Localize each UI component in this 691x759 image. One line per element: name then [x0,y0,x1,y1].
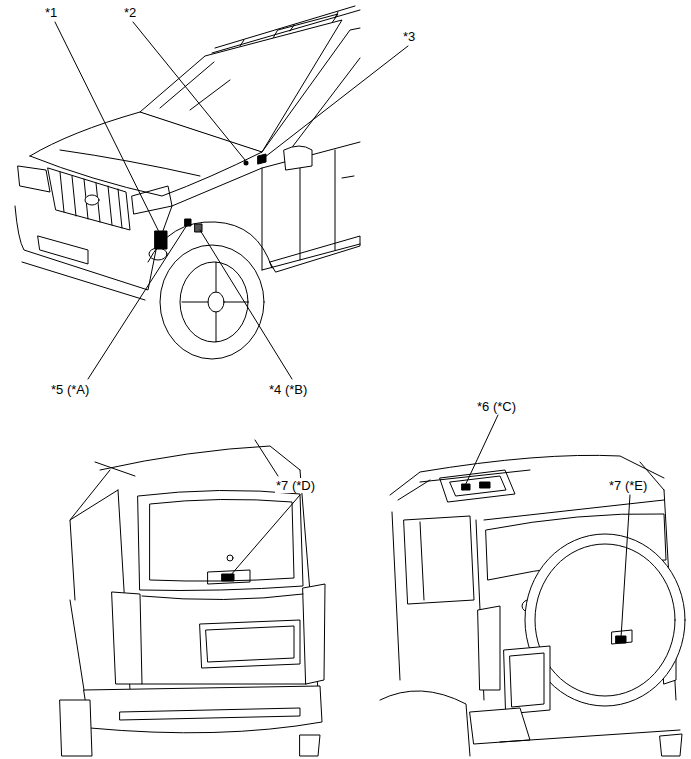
rear-vehicle-view-part [208,570,250,584]
rear-vehicle-view-part [70,600,84,690]
rear-vehicle-view-part [142,594,303,600]
front-vehicle-view-part [270,236,360,272]
rear-vehicle-view-part [150,499,294,581]
front-vehicle-view-part [190,80,230,110]
callout-number: *5 (*A) [50,382,90,397]
front-vehicle-view-part [258,154,266,164]
front-vehicle-view-part [284,146,312,170]
front-vehicle-view-part [38,236,88,264]
callout-number: *7 (*E) [608,478,648,493]
front-vehicle-view-part [160,245,264,359]
rear-vehicle-view-part [390,455,664,495]
callout-number: *6 (*C) [476,399,517,414]
rear-vehicle-view-part [500,730,680,742]
callout-number: *3 [402,29,416,44]
rear-vehicle-view-part [300,735,320,756]
front-vehicle-view-part [290,58,360,150]
front-vehicle-view-part [182,262,248,342]
rear-vehicle-view-part [60,700,92,756]
rear-vehicle-view-part [440,470,515,502]
front-vehicle-view-part [262,244,360,270]
rear-vehicle-view-part [535,544,675,696]
leader-line-part [463,415,498,490]
rear-vehicle-view-part [660,734,682,756]
rear-vehicle-view-part [70,470,110,520]
rear-vehicle-view-part [420,470,530,482]
rear-vehicle-view-part [398,462,664,500]
front-vehicle-view-part [18,166,50,192]
rear-vehicle-view-part [120,708,300,720]
callout-number: *1 [44,5,58,20]
rear-vehicle-view-part [504,646,550,714]
leader-line-part [265,46,408,157]
leader-line-part [200,230,292,379]
rear-vehicle-view-part [380,691,470,756]
rear-vehicle-view-part [222,574,234,581]
rear-vehicle-view-part [142,684,306,685]
front-vehicle-view-part [160,62,214,108]
rear-vehicle-view [60,440,325,756]
rear-vehicle-view-part [510,653,544,707]
leader-line-part [133,22,245,160]
front-vehicle-view-part [60,150,200,176]
front-vehicle-view-part [48,168,130,230]
front-vehicle-view-part [85,195,99,205]
rear-vehicle-view-part [303,584,325,684]
front-vehicle-view-part [208,292,224,312]
front-vehicle-view-part [185,219,191,226]
rear-vehicle-view [380,455,685,756]
rear-vehicle-view-part [70,490,118,600]
leader-line-part [55,22,160,234]
callout-number: *4 (*B) [268,382,308,397]
front-vehicle-view-part [172,142,360,206]
rear-vehicle-view-part [138,490,303,590]
rear-vehicle-view-part [84,686,322,733]
rear-vehicle-view-part [255,440,278,476]
rear-vehicle-view-part [478,606,500,690]
leader-line [55,22,630,638]
rear-vehicle-view-part [227,555,233,561]
front-vehicle-view-part [300,158,301,260]
rear-vehicle-view-part [392,512,400,680]
front-vehicle-view [15,6,360,359]
front-vehicle-view-part [180,262,248,342]
front-vehicle-view-part [262,168,263,270]
rear-vehicle-view-part [112,592,142,684]
front-vehicle-view-part [149,248,167,260]
front-vehicle-view-part [262,28,360,152]
callout-number: *2 [123,5,137,20]
rear-vehicle-view-part [100,446,300,470]
rear-vehicle-view-part [404,516,474,604]
rear-vehicle-view-part [206,626,294,662]
rear-vehicle-view-part [450,476,506,496]
rear-vehicle-view-part [470,708,530,744]
front-vehicle-view-part [342,176,354,178]
front-vehicle-view-part [155,231,167,249]
front-vehicle-view-part [15,206,172,290]
front-vehicle-view-part [244,161,249,166]
rear-vehicle-view-part [612,630,632,644]
front-vehicle-view-part [60,172,122,228]
callout-number: *7 (*D) [275,478,316,493]
rear-vehicle-view-part [200,620,300,668]
front-vehicle-view-part [22,262,145,300]
leader-line-part [621,495,630,638]
leader-line-part [88,225,187,379]
leader-line-part [230,495,300,576]
front-vehicle-view-part [335,150,336,250]
rear-vehicle-view-part [420,522,424,600]
